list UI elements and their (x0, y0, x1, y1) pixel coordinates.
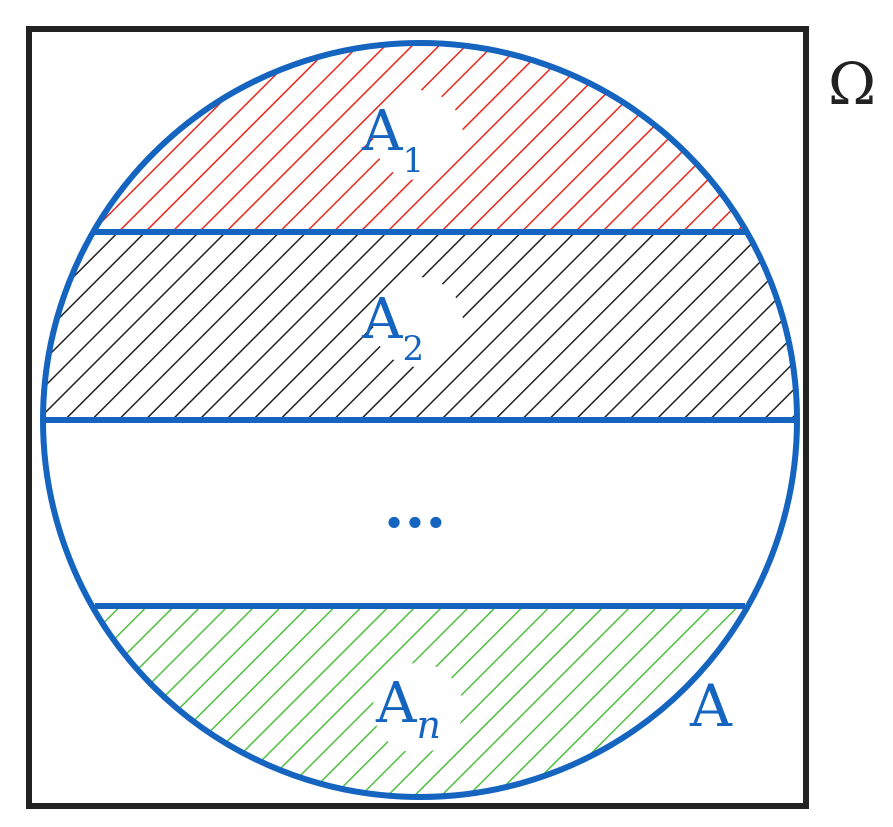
partition-label-a1-sub: 1 (402, 141, 424, 181)
partition-label-an: An (375, 671, 441, 747)
partition-label-an-base: A (375, 671, 417, 736)
partition-label-a1: A1 (361, 99, 424, 181)
an-label-background (373, 663, 463, 753)
partition-label-an-sub: n (416, 703, 440, 747)
sample-space-label: Ω (828, 50, 876, 118)
ellipsis-label: ... (384, 472, 447, 542)
partition-label-a2-sub: 2 (402, 329, 424, 369)
partition-label-a1-base: A (361, 99, 403, 164)
partition-label-a2: A2 (361, 287, 424, 369)
a2-label-background (373, 277, 463, 367)
a1-label-background (373, 90, 463, 180)
set-a-circle (40, 40, 800, 800)
partition-label-a2-base: A (361, 287, 403, 352)
set-a-label: A (689, 672, 733, 740)
